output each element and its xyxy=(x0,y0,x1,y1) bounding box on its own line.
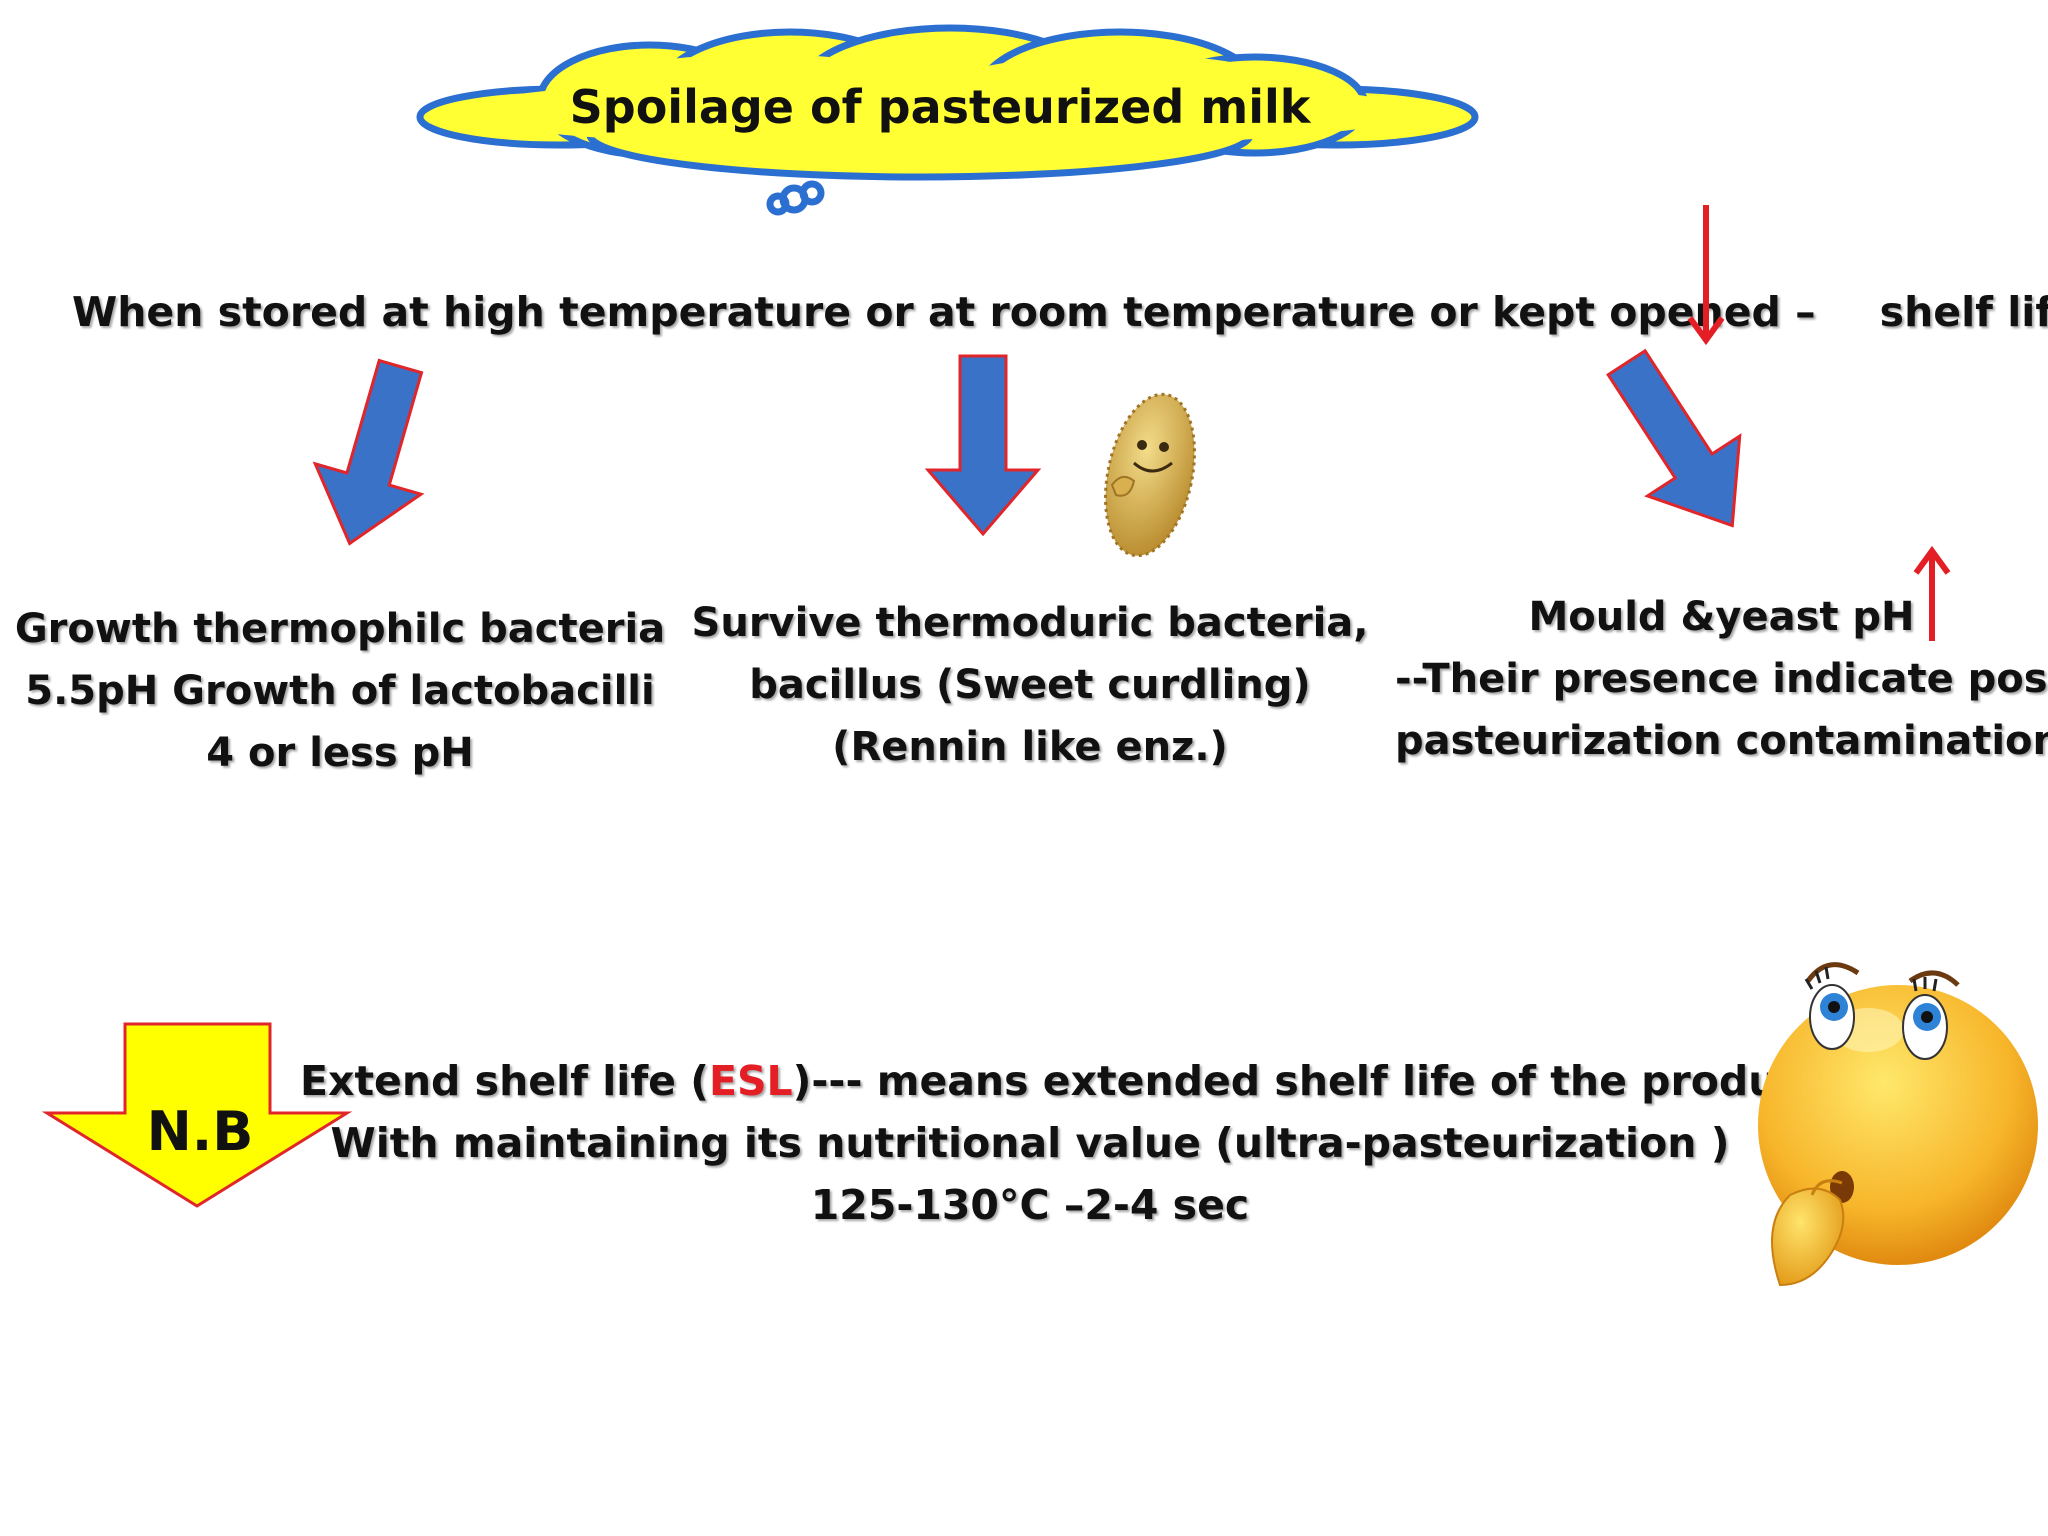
thinking-emoji-icon xyxy=(1758,962,2038,1287)
intro-line: When stored at high temperature or at ro… xyxy=(72,288,2048,336)
esl-highlight: ESL xyxy=(709,1057,793,1105)
nb-label: N.B xyxy=(146,1100,254,1163)
red-down-arrow-icon xyxy=(1687,205,1725,346)
bacterium-cartoon-icon xyxy=(1104,392,1196,558)
column-middle: Survive thermoduric bacteria, bacillus (… xyxy=(680,592,1380,778)
slide-title: Spoilage of pasteurized milk xyxy=(569,80,1311,134)
red-up-arrow-icon xyxy=(1913,545,1951,641)
column-middle-line: Survive thermoduric bacteria, xyxy=(691,600,1369,646)
nb-line-2: With maintaining its nutritional value (… xyxy=(330,1119,1730,1167)
column-right-line: Mould &yeast pH xyxy=(1528,594,1915,640)
column-left-line: 5.5pH Growth of lactobacilli xyxy=(25,668,655,714)
column-right: Mould &yeast pH --Their presence indicat… xyxy=(1395,586,2048,772)
nb-line-1: Extend shelf life (ESL)--- means extende… xyxy=(300,1050,1821,1112)
blue-down-arrow-icon xyxy=(312,358,425,546)
column-right-line: --Their presence indicate post xyxy=(1395,656,2048,702)
column-left-line: 4 or less pH xyxy=(206,730,474,776)
intro-suffix: shelf life xyxy=(1879,288,2048,336)
nb-line-1-after: )--- means extended shelf life of the pr… xyxy=(792,1057,1822,1105)
nb-arrow-icon xyxy=(41,1022,353,1208)
column-left-line: Growth thermophilc bacteria xyxy=(14,606,666,652)
blue-down-arrow-icon xyxy=(924,354,1042,537)
intro-text: When stored at high temperature or at ro… xyxy=(72,288,1816,336)
nb-text: Extend shelf life (ESL)--- means extende… xyxy=(300,1050,1821,1236)
column-right-line: pasteurization contamination xyxy=(1395,718,2048,764)
blue-down-arrow-icon xyxy=(1606,348,1742,528)
column-left: Growth thermophilc bacteria 5.5pH Growth… xyxy=(0,598,680,784)
nb-line-1-before: Extend shelf life ( xyxy=(300,1057,709,1105)
nb-line-3: 125-130°C –2-4 sec xyxy=(810,1181,1250,1229)
column-middle-line: (Rennin like enz.) xyxy=(832,724,1228,770)
column-middle-line: bacillus (Sweet curdling) xyxy=(749,662,1311,708)
